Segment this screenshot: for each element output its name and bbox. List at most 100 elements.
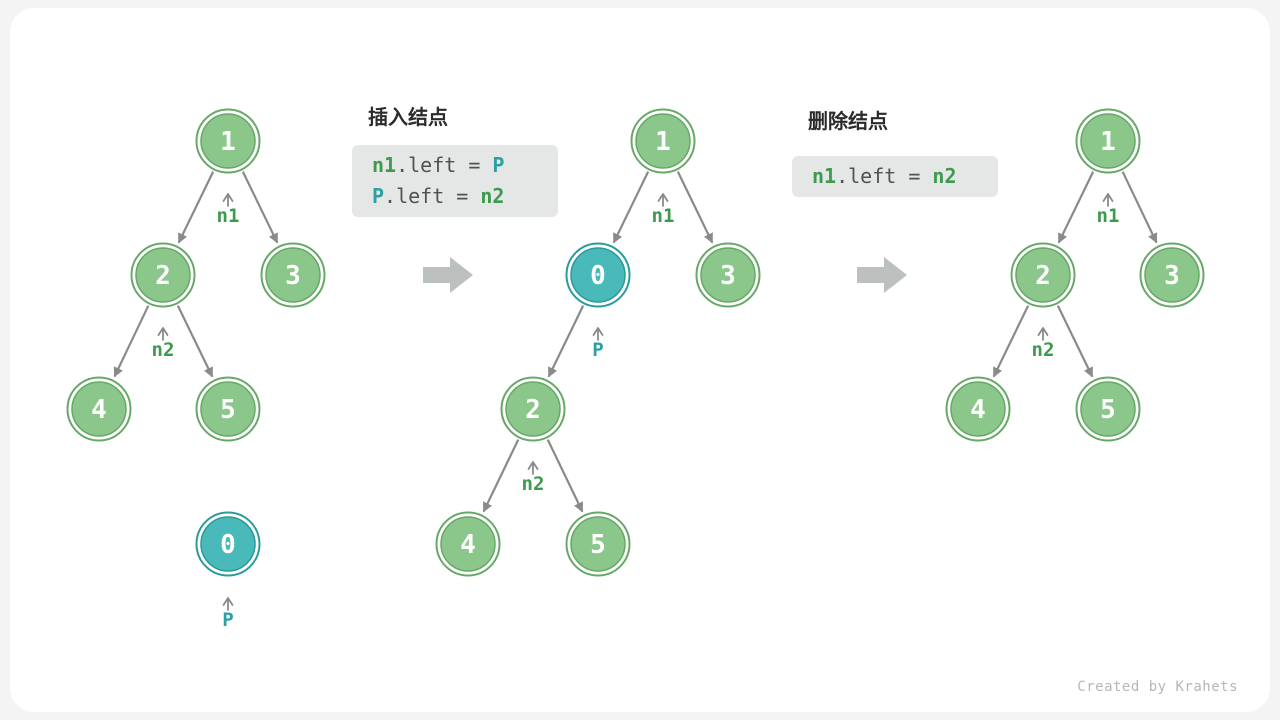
tree-node-1: 1 [195,108,261,174]
pointer-n1: n1 [1097,193,1120,227]
watermark: Created by Krahets [1077,679,1238,695]
node-value: 2 [155,261,171,291]
node-value: 3 [720,261,736,291]
tree-node-3: 3 [1139,242,1205,308]
pointer-label: n1 [217,205,240,227]
tree-node-2: 2 [1010,242,1076,308]
tree-node-0: 0 [565,242,631,308]
code-token: n2 [932,164,957,188]
node-value: 2 [1035,261,1051,291]
node-value: 4 [970,395,986,425]
tree-node-2: 2 [500,376,566,442]
tree-edge [546,439,584,513]
pointer-up-arrow-icon [527,461,539,475]
node-circle [635,113,691,169]
tree-node-5: 5 [195,376,261,442]
node-value: 5 [1100,395,1116,425]
node-circle [1144,247,1200,303]
code-box-delete: n1.left = n2 [792,156,998,197]
code-token: P [372,184,385,208]
code-token: n1 [812,164,837,188]
flow-arrow-icon [423,257,473,293]
code-line: n1.left = P [372,150,538,181]
tree-node-5: 5 [1075,376,1141,442]
tree-node-3: 3 [695,242,761,308]
pointer-label: n1 [1097,205,1120,227]
node-circle [440,516,496,572]
tree-node-2: 2 [130,242,196,308]
pointer-n2: n2 [522,461,545,495]
section-title-delete: 删除结点 [808,111,888,133]
flow-arrow-icon [857,257,907,293]
pointer-up-arrow-icon [1037,327,1049,341]
code-token: n1 [372,153,397,177]
tree-node-5: 5 [565,511,631,577]
pointer-n2: n2 [152,327,175,361]
node-value: 5 [590,530,606,560]
node-circle [200,381,256,437]
node-circle [200,113,256,169]
code-token: .left = [836,164,933,188]
tree-node-4: 4 [945,376,1011,442]
node-circle [570,247,626,303]
code-token: n2 [480,184,505,208]
tree-node-1: 1 [630,108,696,174]
pointer-label: n2 [522,473,545,495]
node-circle [1015,247,1071,303]
node-circle [200,516,256,572]
tree-edge [547,305,585,378]
tree-edge [612,171,650,244]
tree-before-insert: 1 2 3 4 5 0 n1 n2P [66,108,326,631]
node-circle [265,247,321,303]
pointer-label: P [592,339,603,361]
code-line: P.left = n2 [372,181,538,212]
code-line: n1.left = n2 [812,161,978,192]
tree-node-3: 3 [260,242,326,308]
node-circle [505,381,561,437]
code-token: .left = [396,153,493,177]
tree-edge [113,305,150,378]
tree-edge [176,305,214,378]
node-value: 5 [220,395,236,425]
node-circle [700,247,756,303]
section-title-insert: 插入结点 [368,107,448,129]
pointer-P: P [222,597,234,631]
pointer-label: n2 [1032,339,1055,361]
node-circle [1080,381,1136,437]
pointer-up-arrow-icon [222,597,234,611]
tree-edge [177,171,215,244]
pointer-up-arrow-icon [222,193,234,207]
pointer-up-arrow-icon [592,327,604,341]
pointer-up-arrow-icon [1102,193,1114,207]
node-value: 1 [655,127,671,157]
node-circle [135,247,191,303]
node-value: 3 [285,261,301,291]
pointer-n2: n2 [1032,327,1055,361]
node-value: 1 [1100,127,1116,157]
node-value: 2 [525,395,541,425]
tree-edge [1057,171,1095,244]
tree-after-delete: 1 2 3 4 5 n1 n2 [945,108,1205,442]
tree-edge [1056,305,1094,378]
tree-node-4: 4 [66,376,132,442]
node-value: 4 [91,395,107,425]
tree-edge [482,439,520,513]
tree-node-1: 1 [1075,108,1141,174]
node-value: 1 [220,127,236,157]
node-circle [570,516,626,572]
tree-edge [676,171,714,244]
node-value: 0 [220,530,236,560]
node-circle [950,381,1006,437]
tree-node-0: 0 [195,511,261,577]
code-token: P [492,153,505,177]
pointer-label: n2 [152,339,175,361]
tree-edge [1121,171,1158,244]
tree-edge [992,305,1030,378]
pointer-P: P [592,327,604,361]
pointer-label: P [222,609,233,631]
code-token: .left = [384,184,481,208]
